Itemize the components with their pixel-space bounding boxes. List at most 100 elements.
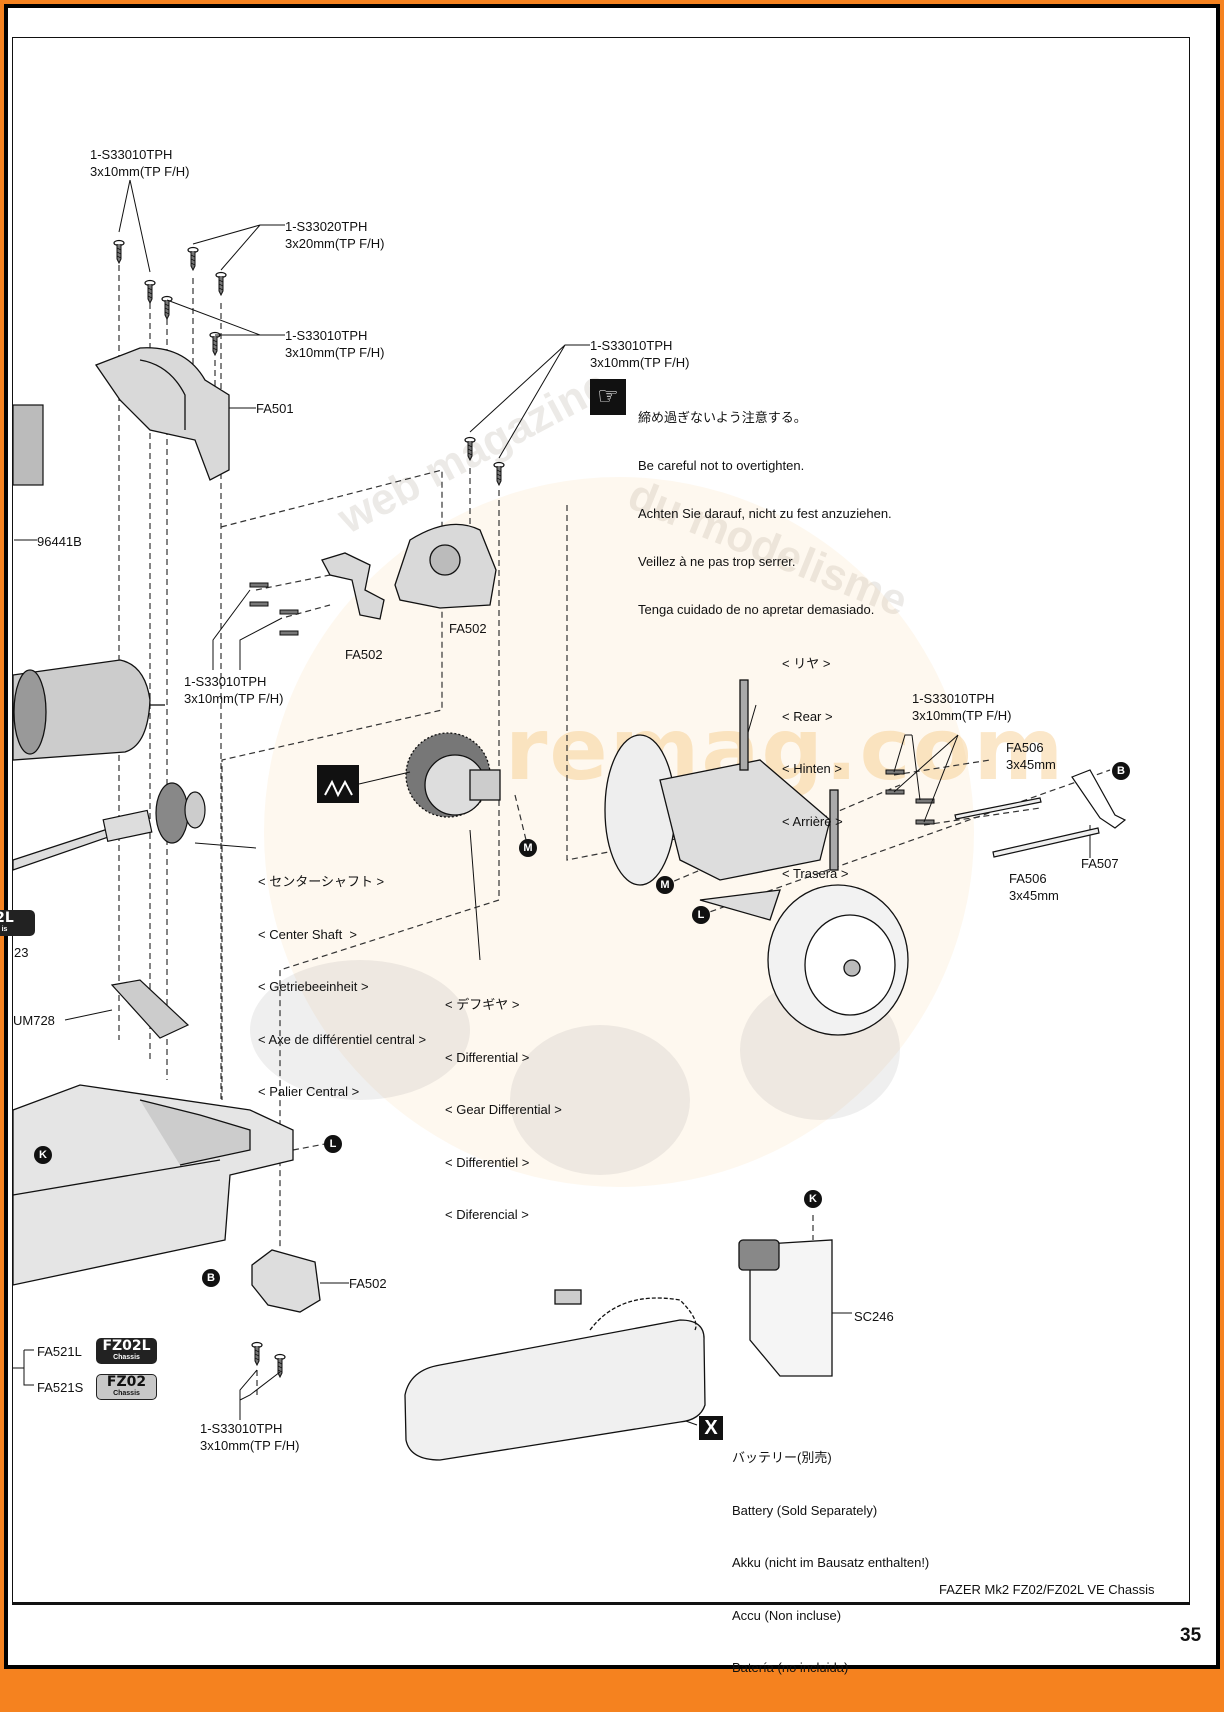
x-not-included-icon: X bbox=[699, 1416, 723, 1440]
part-code: 1-S33020TPH bbox=[285, 219, 368, 234]
badge-title: FZ02 bbox=[106, 1374, 147, 1390]
marker-m: M bbox=[519, 839, 537, 857]
part-label-partial: 23 bbox=[14, 945, 29, 960]
fa506-pins bbox=[954, 797, 1100, 858]
screw-label-5: 1-S33010TPH 3x10mm(TP F/H) bbox=[184, 673, 283, 707]
part-label-fa506: FA506 3x45mm bbox=[1009, 870, 1059, 904]
battery-line-ja: バッテリー(別売) bbox=[732, 1450, 832, 1465]
part-size: 3x45mm bbox=[1009, 888, 1059, 903]
fa507-link bbox=[1071, 769, 1127, 829]
part-label-um728: UM728 bbox=[13, 1013, 55, 1028]
part-code: 1-S33010TPH bbox=[200, 1421, 283, 1436]
part-code: 1-S33010TPH bbox=[90, 147, 173, 162]
screw-label-4: 1-S33010TPH 3x10mm(TP F/H) bbox=[590, 337, 689, 371]
differential-label: < デフギヤ > < Differential > < Gear Differe… bbox=[445, 961, 562, 1241]
fa502-lower-mount bbox=[251, 1249, 321, 1313]
badge-subtitle: Chassis bbox=[113, 1354, 140, 1361]
gear-differential bbox=[405, 732, 501, 818]
marker-k: K bbox=[804, 1190, 822, 1208]
rear-suspension-assembly bbox=[604, 679, 909, 1036]
screw-icon bbox=[113, 239, 125, 264]
sc246-battery-holder bbox=[738, 1239, 833, 1377]
screw-icon bbox=[493, 461, 505, 486]
rear-label-fr: < Arrière > bbox=[782, 813, 843, 829]
battery-line-es: Batería (no incluida) bbox=[732, 1660, 849, 1675]
part-code: 1-S33010TPH bbox=[912, 691, 995, 706]
part-label-96441b: 96441B bbox=[37, 534, 82, 549]
part-label-fa501: FA501 bbox=[256, 401, 294, 416]
part-size: 3x10mm(TP F/H) bbox=[200, 1438, 300, 1453]
rear-label-es: < Trasera > bbox=[782, 866, 849, 881]
page-number: 35 bbox=[1180, 1625, 1202, 1646]
part-code: 1-S33010TPH bbox=[184, 674, 267, 689]
differential-label-fr: < Differentiel > bbox=[445, 1154, 530, 1170]
screw-label-1: 1-S33010TPH 3x10mm(TP F/H) bbox=[90, 146, 189, 180]
screw-icon bbox=[464, 436, 476, 461]
part-label-fa507: FA507 bbox=[1081, 856, 1119, 871]
part-size: 3x20mm(TP F/H) bbox=[285, 236, 385, 251]
battery-pack bbox=[404, 1289, 706, 1461]
part-code: FA506 bbox=[1009, 871, 1047, 886]
differential-label-es: < Diferencial > bbox=[445, 1207, 529, 1222]
center-shaft bbox=[12, 782, 206, 871]
rear-label-de: < Hinten > bbox=[782, 761, 842, 776]
chassis-tub bbox=[12, 1084, 294, 1286]
screw-label-7: 1-S33010TPH 3x10mm(TP F/H) bbox=[200, 1420, 299, 1454]
center-shaft-label-fr: < Axe de différentiel central > bbox=[258, 1031, 427, 1047]
rear-label-en: < Rear > bbox=[782, 708, 833, 724]
watermark-car bbox=[250, 960, 900, 1175]
differential-label-en: < Differential > bbox=[445, 1049, 530, 1065]
marker-b: B bbox=[1112, 762, 1130, 780]
marker-b: B bbox=[202, 1269, 220, 1287]
center-shaft-label-en: < Center Shaft > bbox=[258, 926, 358, 942]
badge-title: 2L bbox=[0, 910, 14, 926]
differential-label-ja: < デフギヤ > bbox=[445, 997, 520, 1012]
screw-icon bbox=[187, 246, 199, 271]
caution-line-en: Be careful not to overtighten. bbox=[638, 458, 805, 473]
center-shaft-label-de: < Getriebeeinheit > bbox=[258, 979, 369, 994]
battery-line-fr: Accu (Non incluse) bbox=[732, 1607, 842, 1623]
fa502-bracket bbox=[321, 552, 385, 620]
screw-icon bbox=[215, 271, 227, 296]
part-size: 3x10mm(TP F/H) bbox=[90, 164, 190, 179]
screw-icon bbox=[161, 295, 173, 320]
footer-title: FAZER Mk2 FZ02/FZ02L VE Chassis bbox=[939, 1582, 1155, 1597]
marker-k: K bbox=[34, 1146, 52, 1164]
part-code: FA506 bbox=[1006, 740, 1044, 755]
part-label-sc246: SC246 bbox=[854, 1309, 894, 1324]
caution-line-es: Tenga cuidado de no apretar demasiado. bbox=[638, 602, 875, 617]
badge-subtitle: is bbox=[1, 926, 8, 933]
part-label-fa521l: FA521L bbox=[37, 1344, 82, 1359]
motor bbox=[12, 659, 165, 761]
screw-icon bbox=[274, 1353, 286, 1378]
part-size: 3x10mm(TP F/H) bbox=[184, 691, 284, 706]
part-label-fa521s: FA521S bbox=[37, 1380, 84, 1395]
caution-line-fr: Veillez à ne pas trop serrer. bbox=[638, 554, 796, 569]
marker-m: M bbox=[656, 876, 674, 894]
screw-icon bbox=[251, 1341, 263, 1366]
page-frame bbox=[12, 37, 1190, 1603]
rear-label: < リヤ > < Rear > < Hinten > < Arrière > <… bbox=[782, 620, 848, 900]
battery-line-de: Akku (nicht im Bausatz enthalten!) bbox=[732, 1555, 930, 1570]
assembly-diagram bbox=[12, 179, 1127, 1461]
marker-l: L bbox=[692, 906, 710, 924]
part-size: 3x10mm(TP F/H) bbox=[590, 355, 690, 370]
center-spacer-plate bbox=[110, 979, 190, 1039]
differential-label-de: < Gear Differential > bbox=[445, 1102, 562, 1117]
screw-label-2: 1-S33020TPH 3x20mm(TP F/H) bbox=[285, 218, 384, 252]
leader-lines bbox=[12, 179, 1091, 1426]
part-code: 1-S33010TPH bbox=[590, 338, 673, 353]
center-shaft-label-ja: < センターシャフト > bbox=[258, 874, 385, 889]
center-shaft-label-es: < Palier Central > bbox=[258, 1084, 360, 1099]
caution-line-ja: 締め過ぎないよう注意する。 bbox=[638, 410, 807, 425]
badge-title: FZ02L bbox=[102, 1338, 151, 1354]
center-shaft-label: < センターシャフト > < Center Shaft > < Getriebe… bbox=[258, 838, 426, 1118]
fa501-gearbox-cover bbox=[94, 347, 230, 481]
screw-icon bbox=[144, 279, 156, 304]
